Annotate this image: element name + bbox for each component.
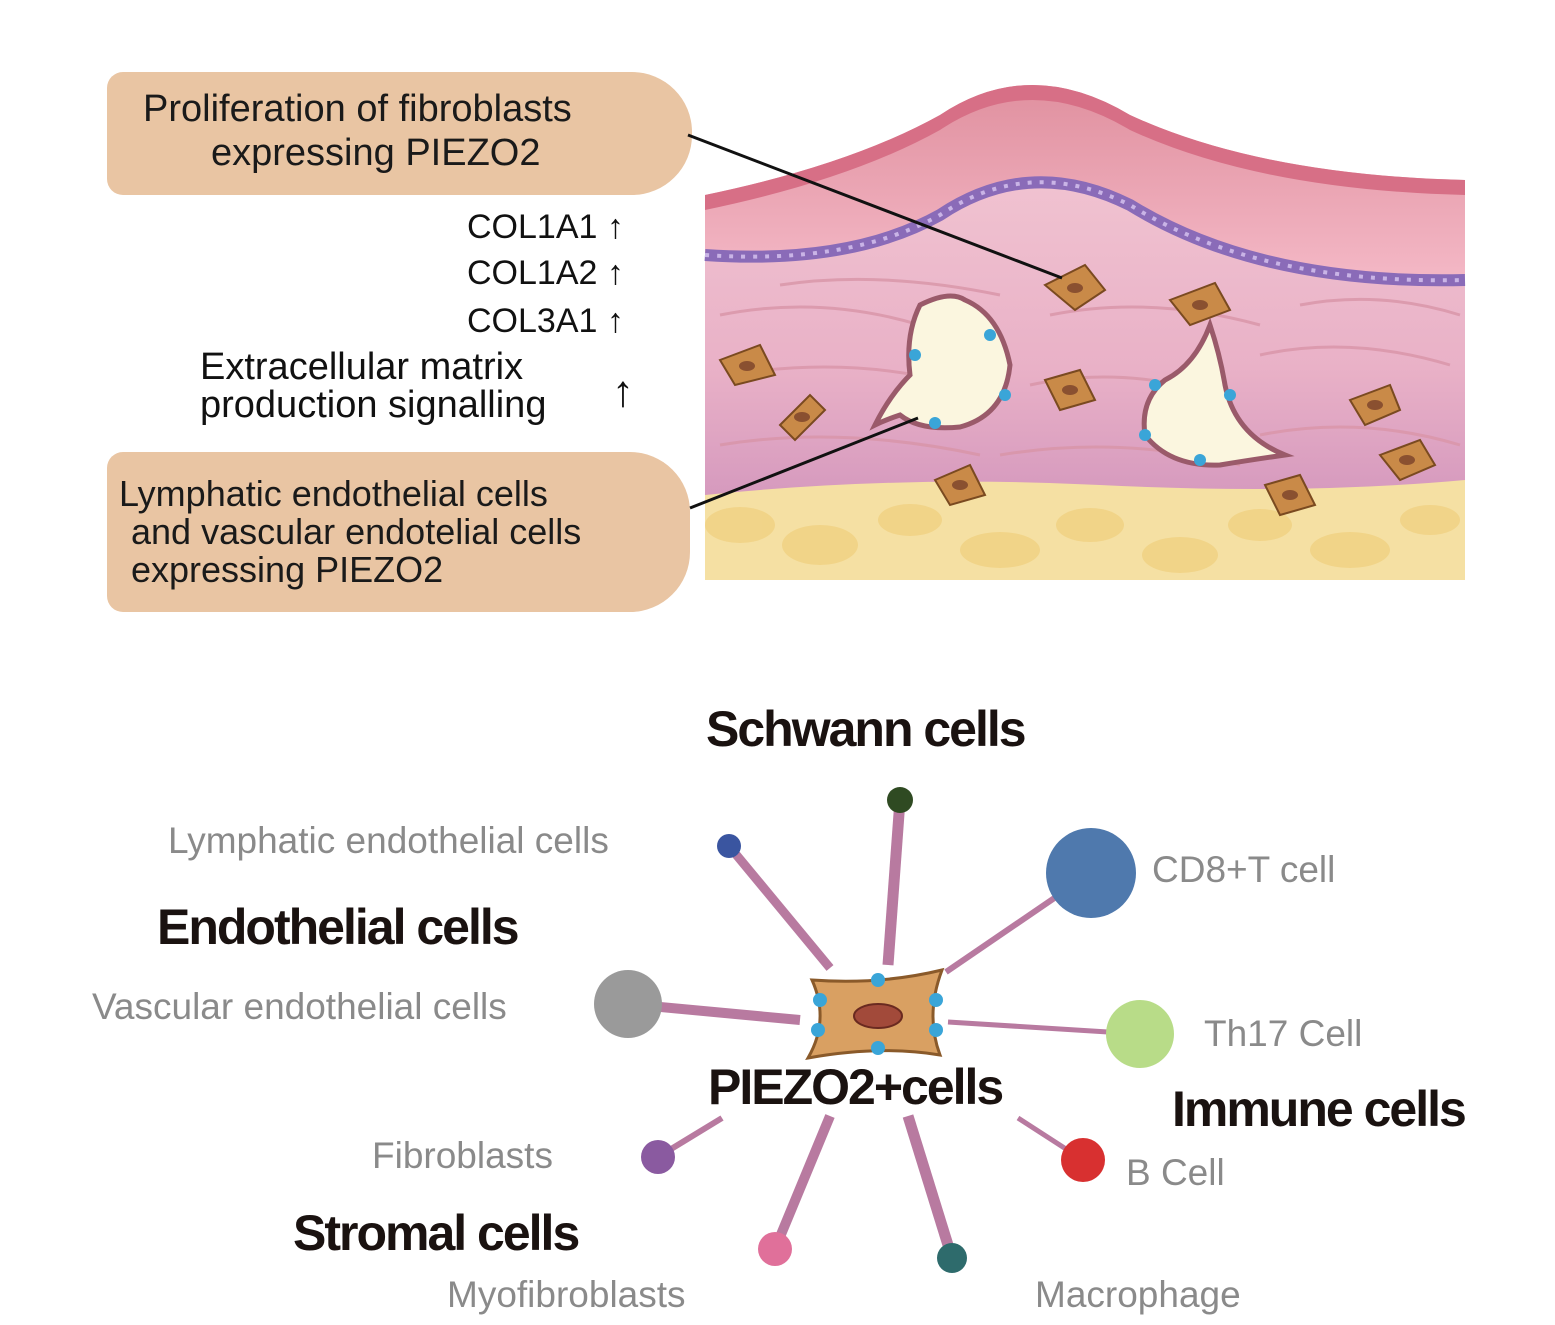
node-th17 <box>1106 1000 1174 1068</box>
node-fibro <box>641 1140 675 1174</box>
node-label-vascular: Vascular endothelial cells <box>92 986 507 1027</box>
node-label-lymphatic: Lymphatic endothelial cells <box>168 820 609 861</box>
fibroblast-proliferation-callout: Proliferation of fibroblasts expressing … <box>107 72 692 195</box>
gene-col1a2: COL1A2 ↑ <box>467 254 624 292</box>
category-immune-cells: Immune cells <box>1172 1081 1467 1137</box>
gene-col1a1: COL1A1 ↑ <box>467 208 624 246</box>
callout-line: Lymphatic endothelial cells <box>119 473 548 514</box>
node-macro <box>937 1243 967 1273</box>
category-stromal-cells: Stromal cells <box>293 1205 580 1261</box>
node-label-th17: Th17 Cell <box>1204 1013 1363 1054</box>
callout-line: and vascular endotelial cells <box>131 511 582 552</box>
node-lymphatic <box>717 834 741 858</box>
endothelial-callout: Lymphatic endothelial cells and vascular… <box>107 452 690 612</box>
endothelial-leader-line <box>689 416 919 510</box>
node-label-fibroblasts: Fibroblasts <box>372 1135 553 1176</box>
callout-line: expressing PIEZO2 <box>131 549 444 590</box>
node-myofibro <box>758 1232 792 1266</box>
node-label-macrophage: Macrophage <box>1035 1274 1241 1315</box>
center-label: PIEZO2+cells <box>708 1059 1004 1115</box>
edge-lymphatic <box>725 843 834 971</box>
network-nodes <box>594 787 1174 1273</box>
callout-line: Proliferation of fibroblasts <box>143 88 572 130</box>
edge-myofibro <box>770 1114 835 1251</box>
node-label-bcell: B Cell <box>1126 1152 1225 1193</box>
fat-cells <box>705 504 1460 573</box>
node-schwann <box>887 787 913 813</box>
callout-line: expressing PIEZO2 <box>211 132 541 174</box>
piezo2-center-cell <box>805 967 945 1061</box>
edge-macro <box>902 1114 958 1260</box>
edge-schwann <box>882 799 906 966</box>
fibroblast-leader-line <box>687 133 1063 280</box>
gene-col3a1: COL3A1 ↑ <box>467 302 624 340</box>
node-label-cd8: CD8+T cell <box>1152 849 1336 890</box>
ecm-line2: production signalling <box>200 384 547 426</box>
ecm-line1: Extracellular matrix <box>200 346 524 388</box>
node-label-myofibroblasts: Myofibroblasts <box>447 1274 686 1315</box>
node-bcell <box>1061 1138 1105 1182</box>
piezo2-channels <box>909 329 1236 466</box>
node-vascular <box>594 970 662 1038</box>
category-endothelial-cells: Endothelial cells <box>157 899 520 955</box>
fibroblast-nuclei <box>739 283 1415 500</box>
skin-tissue-illustration <box>704 85 1466 580</box>
node-cd8 <box>1046 828 1136 918</box>
ecm-up-arrow: ↑ <box>612 367 634 416</box>
category-schwann-cells: Schwann cells <box>706 701 1027 757</box>
blood-vessel <box>1141 317 1295 468</box>
